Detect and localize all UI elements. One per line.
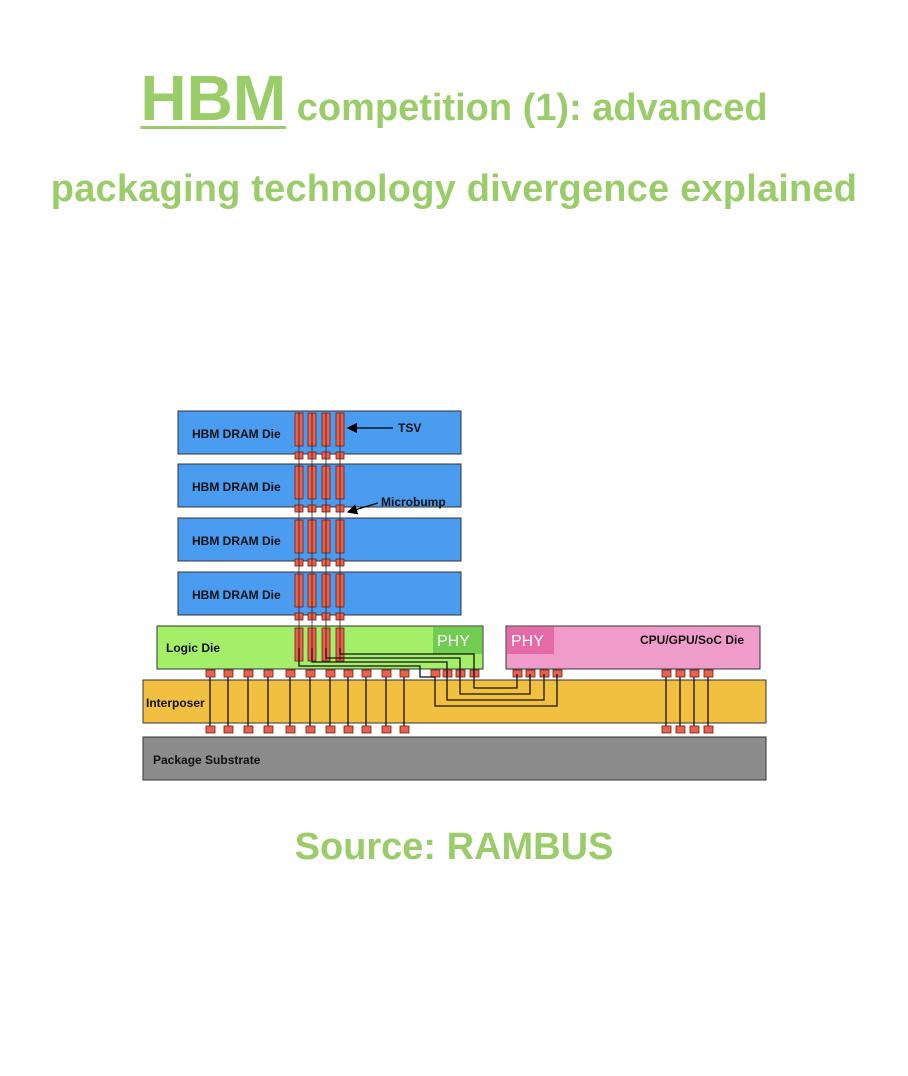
phy-bump [430,669,441,678]
interposer-top-bump [399,669,410,678]
tsv-columns [294,412,345,662]
interposer-top-bump [325,669,336,678]
interposer-top-bump [361,669,372,678]
tsv-label: TSV [398,421,421,435]
interposer-top-bump [675,669,686,678]
interposer-bottom-bump [343,725,354,734]
dram-die-1 [177,410,462,455]
interposer-bottom-bump [305,725,316,734]
interposer-top-bump [305,669,316,678]
dram-die-2 [177,463,462,508]
dram-die-3-label: HBM DRAM Die [192,534,281,548]
dram-die-stack: HBM DRAM Die HBM DRAM Die HBM DRAM Die H… [177,410,462,616]
logic-die-label: Logic Die [166,641,220,655]
interposer-top-bump [243,669,254,678]
page-title: HBM competition (1): advanced packaging … [0,58,908,214]
interposer-bottom-bump [703,725,714,734]
title-line-1: HBM competition (1): advanced [0,58,908,148]
interposer-label: Interposer [146,696,205,710]
interposer [142,679,767,724]
microbump-arrow [346,502,379,515]
interposer-bottom-bump [223,725,234,734]
dram-die-4-label: HBM DRAM Die [192,588,281,602]
interposer-bottom-bump [661,725,672,734]
cpu-die-phy-label: PHY [511,633,544,650]
interposer-top-bump [689,669,700,678]
interposer-bottom-bump [285,725,296,734]
package-substrate [142,736,767,781]
source-credit: Source: RAMBUS [294,826,614,868]
logic-die-phy-label: PHY [437,633,470,650]
dram-die-4 [177,571,462,616]
cpu-die-label: CPU/GPU/SoC Die [640,633,744,647]
phy-interconnect-wires [298,648,558,707]
package-substrate-label: Package Substrate [153,753,261,767]
cpu-die-phy [507,627,554,654]
logic-die-phy [433,627,482,654]
interposer-top-bump [285,669,296,678]
interposer-bottom-bump [325,725,336,734]
interposer-top-bump [223,669,234,678]
interposer-top-bump [343,669,354,678]
interposer-top-bump [381,669,392,678]
interposer-bottom-bump [399,725,410,734]
title-hbm-highlight: HBM [140,62,287,134]
interposer-bottom-bump [205,725,216,734]
interposer-bottom-bump [361,725,372,734]
interposer-top-bump [205,669,216,678]
interposer-bottom-bump [675,725,686,734]
dram-die-1-label: HBM DRAM Die [192,427,281,441]
dram-die-2-label: HBM DRAM Die [192,480,281,494]
interposer-bottom-bump [263,725,274,734]
interposer-bottom-bump [381,725,392,734]
microbump-label: Microbump [381,495,446,509]
title-line-2: packaging technology divergence explaine… [50,168,858,210]
interposer-top-bump [661,669,672,678]
interposer-bottom-bump [689,725,700,734]
title-line-1-rest: competition (1): advanced [296,87,768,129]
interposer-bottom-bump [243,725,254,734]
interposer-top-bump [263,669,274,678]
interposer-top-bump [703,669,714,678]
dram-die-3 [177,517,462,562]
